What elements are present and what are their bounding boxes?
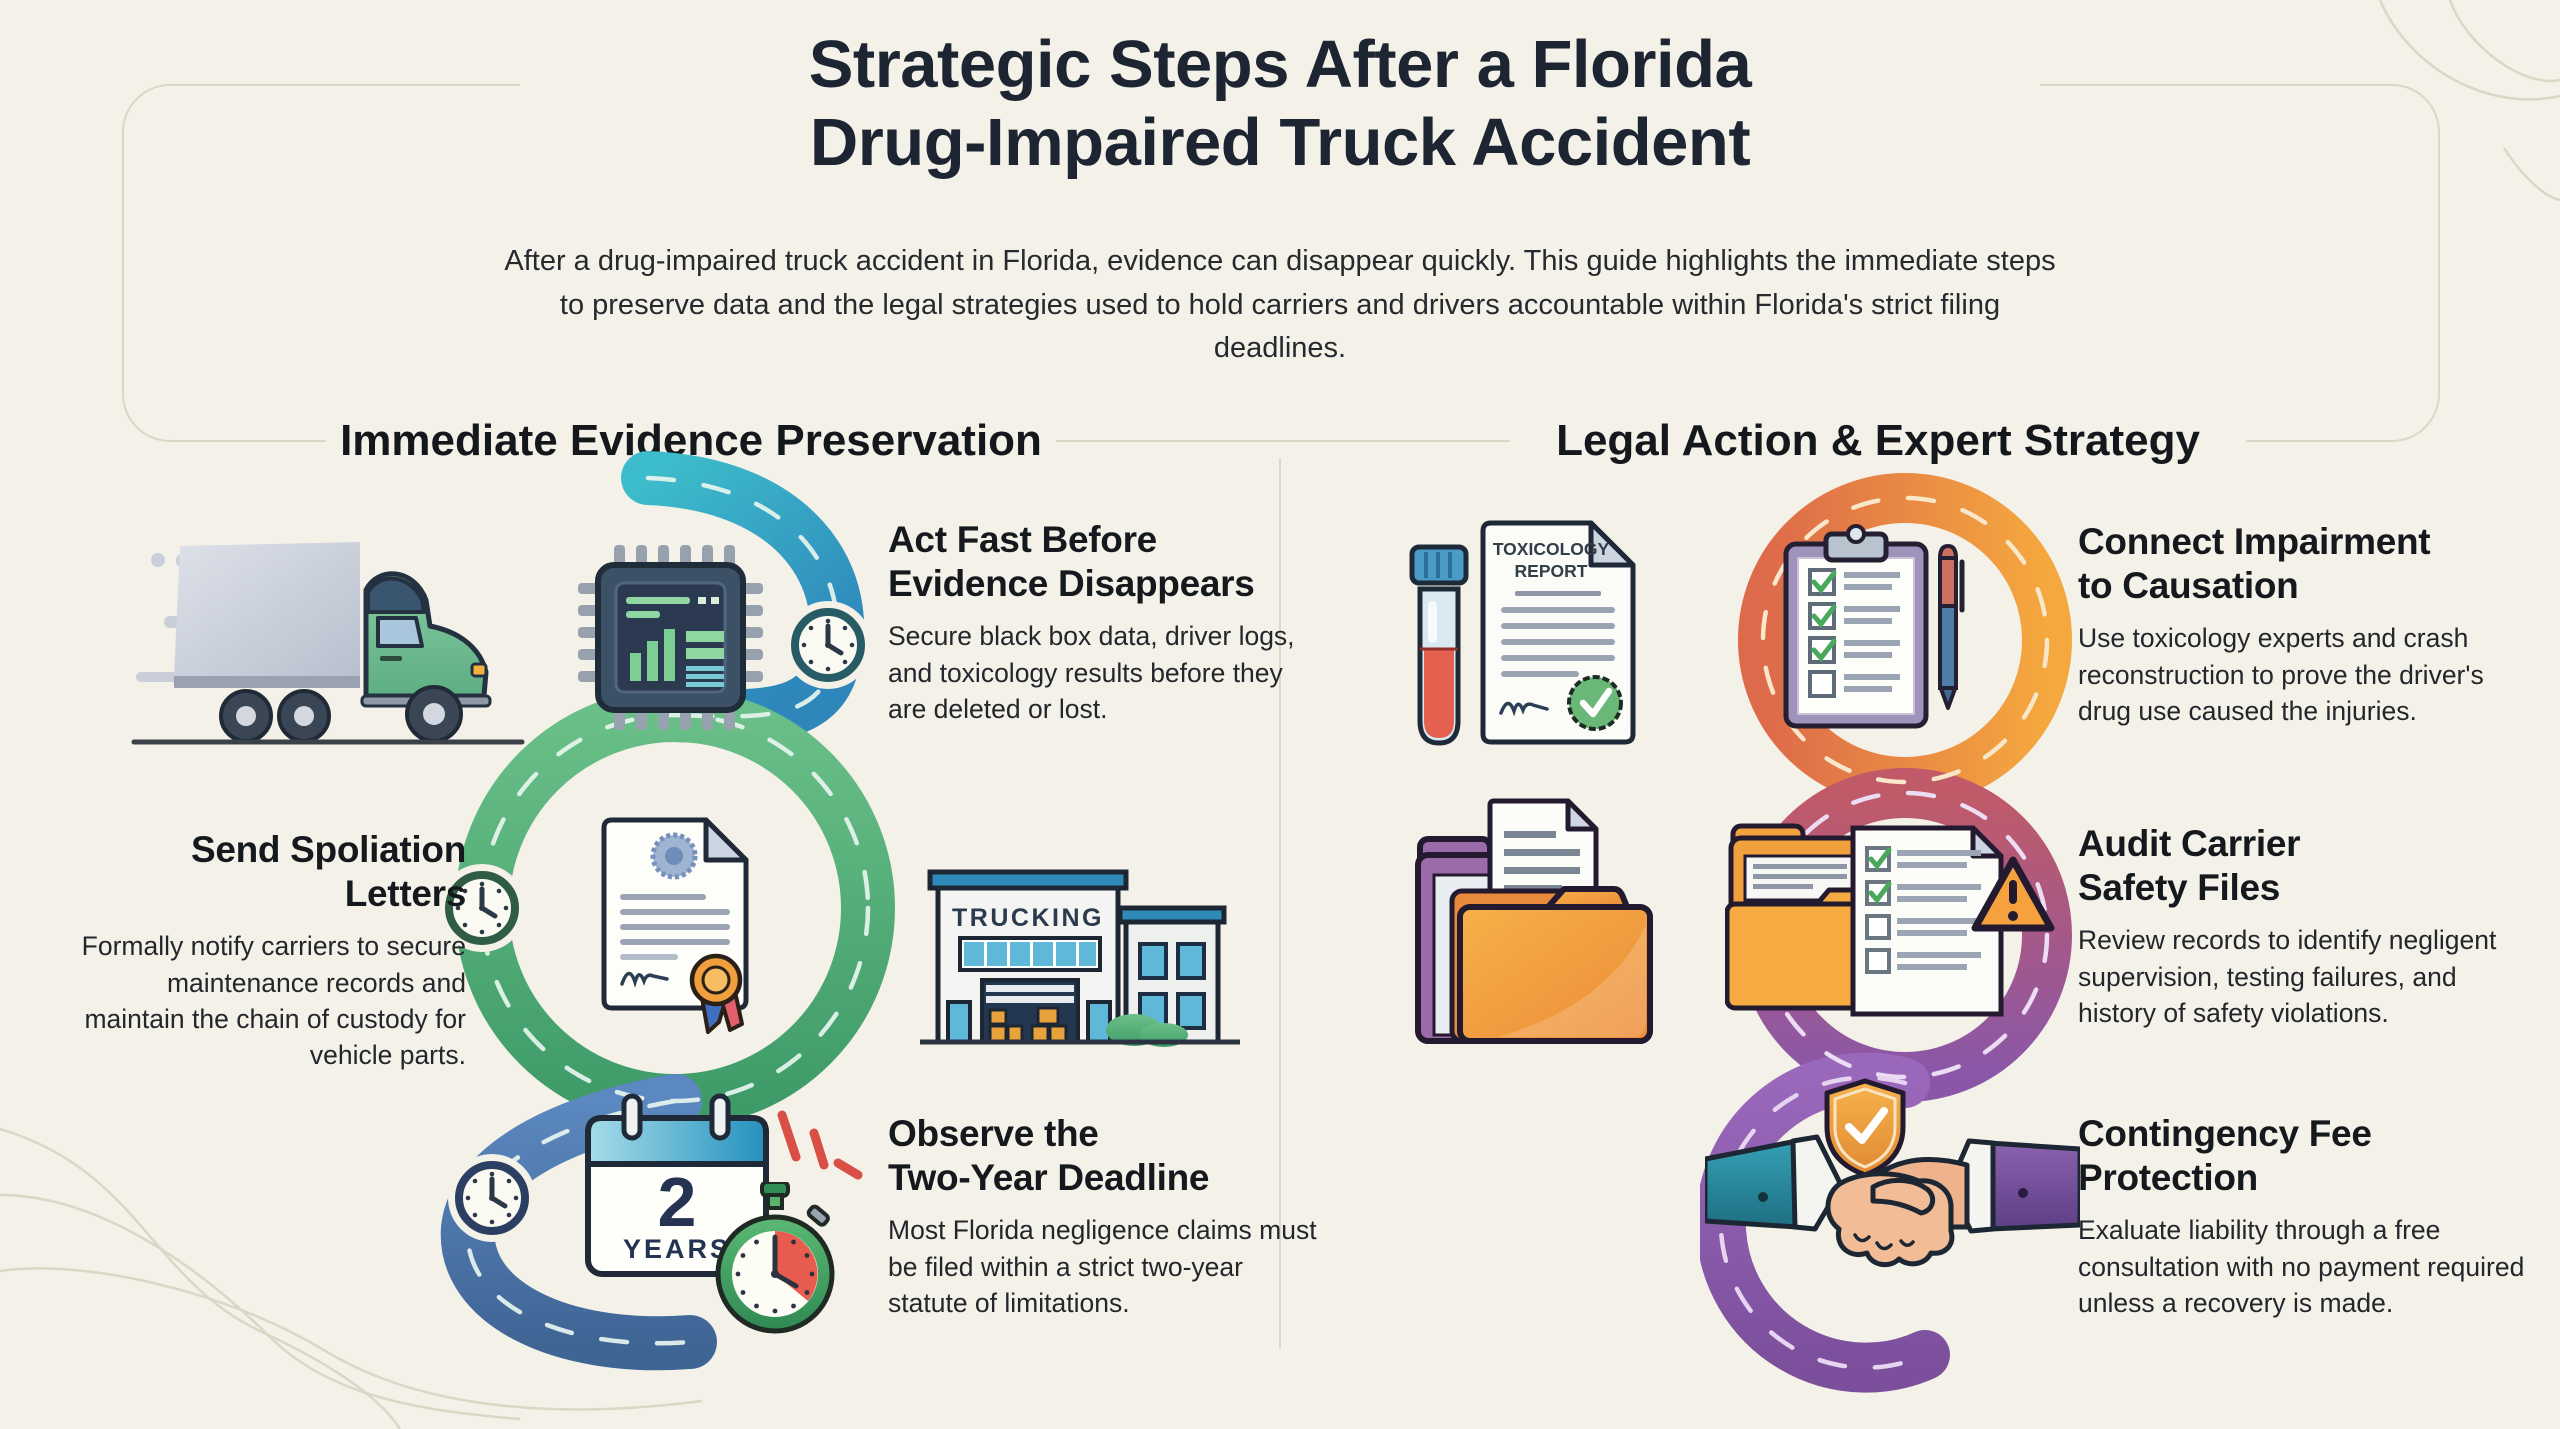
stopwatch-icon — [715, 1182, 835, 1334]
black-box-chip-icon — [578, 545, 763, 730]
test-tube-icon — [1409, 544, 1469, 746]
intro-paragraph: After a drug-impaired truck accident in … — [504, 245, 2056, 364]
step-body: Exaluate liability through a free consul… — [2078, 1215, 2525, 1318]
clock-icon — [452, 1158, 532, 1238]
left-road-path-icon — [380, 451, 895, 1371]
step-title: Contingency Fee Protection — [2078, 1113, 2372, 1198]
warning-triangle-icon — [1971, 856, 2055, 932]
ribbon-seal-icon — [689, 953, 744, 1034]
step-body: Most Florida negligence claims must be f… — [888, 1215, 1317, 1318]
calendar-number: 2 — [658, 1163, 697, 1241]
step-body: Review records to identify negligent sup… — [2078, 925, 2497, 1028]
step-title: Send Spoliation Letters — [190, 829, 466, 914]
alarm-burst-icon — [777, 1110, 863, 1180]
column-divider — [1279, 458, 1281, 1348]
clock-icon — [788, 605, 868, 685]
pen-icon — [1937, 543, 1965, 710]
step-body: Use toxicology experts and crash reconst… — [2078, 623, 2484, 726]
step-title: Act Fast Before Evidence Disappears — [888, 519, 1255, 604]
step-contingency-fee: Contingency Fee Protection Exaluate liab… — [2078, 1112, 2543, 1321]
checklist-document-icon — [1850, 825, 2004, 1017]
shield-check-icon — [1824, 1078, 1906, 1178]
checklist-clipboard-icon — [1783, 524, 1965, 729]
speeding-truck-icon — [131, 542, 525, 745]
report-title-line1: TOXICOLOGY — [1493, 539, 1610, 559]
step-title: Observe the Two-Year Deadline — [888, 1113, 1210, 1198]
step-spoliation-letters: Send Spoliation Letters Formally notify … — [68, 828, 467, 1074]
toxicology-report-icon: TOXICOLOGY REPORT — [1480, 520, 1636, 745]
corner-decoration-bottom-left-icon — [0, 1127, 703, 1429]
page-title: Strategic Steps After a Florida Drug-Imp… — [520, 26, 2040, 182]
building-sign-label: TRUCKING — [952, 904, 1104, 932]
trucking-company-building-icon: TRUCKING — [920, 869, 1240, 1047]
records-folders-icon — [1415, 798, 1653, 1044]
step-two-year-deadline: Observe the Two-Year Deadline Most Flori… — [888, 1112, 1328, 1321]
page-title-line2: Drug-Impaired Truck Accident — [809, 104, 1751, 180]
report-title-line2: REPORT — [1515, 561, 1588, 581]
step-title: Connect Impairment to Causation — [2078, 521, 2431, 606]
step-body: Secure black box data, driver logs, and … — [888, 621, 1295, 724]
section-heading-legal-action: Legal Action & Expert Strategy — [1510, 410, 2246, 472]
calendar-unit-label: YEARS — [623, 1234, 731, 1264]
step-title: Audit Carrier Safety Files — [2078, 823, 2301, 908]
section-heading-evidence-preservation: Immediate Evidence Preservation — [326, 410, 1056, 472]
step-impairment-causation: Connect Impairment to Causation Use toxi… — [2078, 520, 2508, 729]
carrier-safety-audit-icon — [1725, 823, 2055, 1017]
page-title-line1: Strategic Steps After a Florida — [808, 27, 1752, 102]
step-audit-safety-files: Audit Carrier Safety Files Review record… — [2078, 822, 2518, 1031]
step-act-fast: Act Fast Before Evidence Disappears Secu… — [888, 518, 1318, 727]
handshake-icon — [1705, 1078, 2080, 1268]
corner-decoration-top-right-icon — [2378, 0, 2560, 202]
step-body: Formally notify carriers to secure maint… — [81, 931, 466, 1071]
spoliation-letter-icon — [601, 817, 749, 1034]
